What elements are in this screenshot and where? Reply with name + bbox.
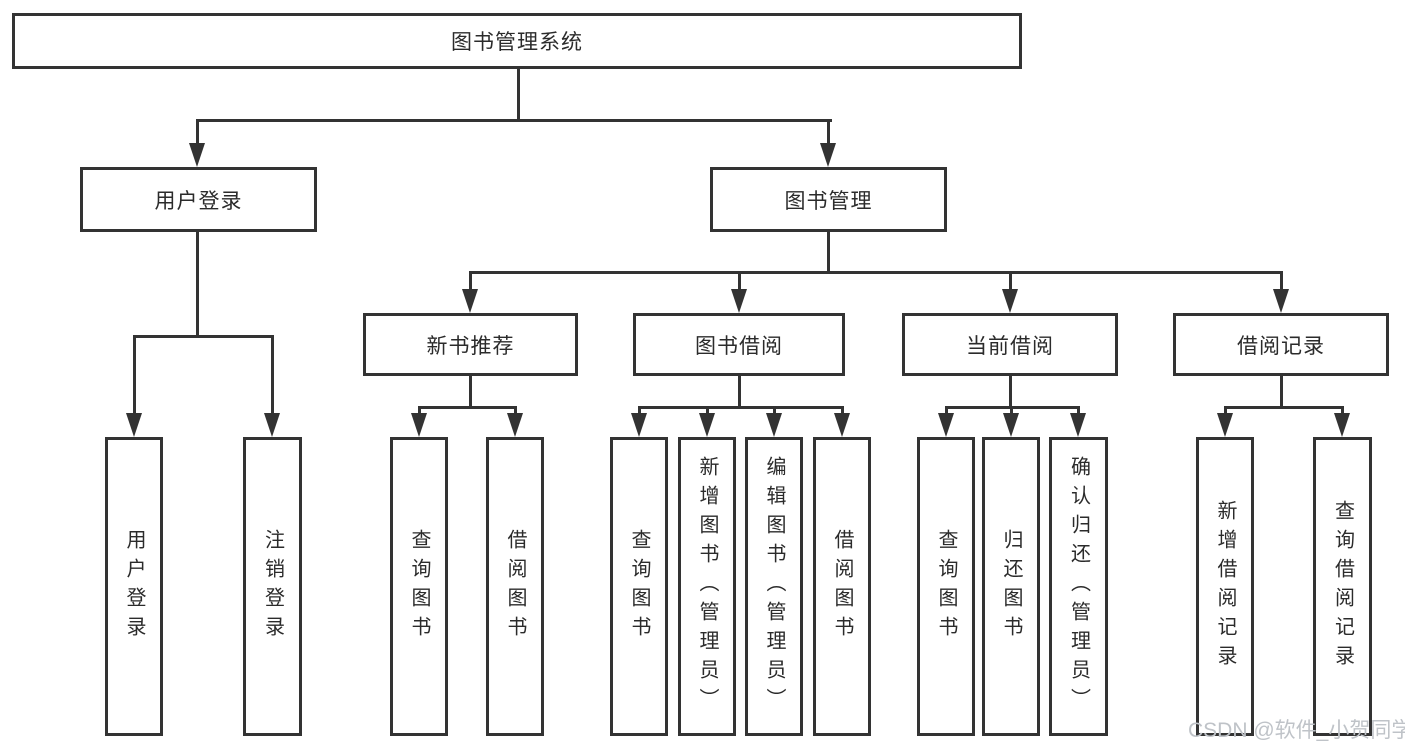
arrow-down-icon bbox=[462, 289, 478, 313]
leaf-edit-book-admin: 编辑图书（管理员） bbox=[745, 437, 803, 736]
arrow-down-icon bbox=[766, 413, 782, 437]
leaf-return-books: 归还图书 bbox=[982, 437, 1040, 736]
arrow-down-icon bbox=[1273, 289, 1289, 313]
connector-line bbox=[196, 119, 199, 145]
leaf-label: 查询借阅记录 bbox=[1331, 499, 1354, 674]
node-new-book-recommendation: 新书推荐 bbox=[363, 313, 578, 376]
node-library-system: 图书管理系统 bbox=[12, 13, 1022, 69]
arrow-down-icon bbox=[938, 413, 954, 437]
leaf-label: 查询图书 bbox=[628, 528, 650, 645]
connector-line bbox=[1280, 376, 1283, 408]
arrow-down-icon bbox=[1003, 413, 1019, 437]
leaf-confirm-return-admin: 确认归还（管理员） bbox=[1049, 437, 1108, 736]
arrow-down-icon bbox=[411, 413, 427, 437]
connector-line bbox=[1224, 406, 1227, 415]
node-label: 图书借阅 bbox=[695, 334, 783, 358]
leaf-user-login: 用户登录 bbox=[105, 437, 163, 736]
arrow-down-icon bbox=[1334, 413, 1350, 437]
connector-line bbox=[1077, 406, 1080, 415]
watermark: CSDN @软件_小贺同学 bbox=[1188, 719, 1405, 742]
connector-line bbox=[1341, 406, 1344, 415]
connector-line bbox=[1224, 406, 1344, 409]
arrow-down-icon bbox=[731, 289, 747, 313]
leaf-logout: 注销登录 bbox=[243, 437, 302, 736]
connector-line bbox=[841, 406, 844, 415]
leaf-borrow-books: 借阅图书 bbox=[486, 437, 544, 736]
leaf-label: 借阅图书 bbox=[831, 528, 853, 645]
leaf-label: 归还图书 bbox=[1000, 528, 1022, 645]
node-borrowing-records: 借阅记录 bbox=[1173, 313, 1389, 376]
connector-line bbox=[945, 406, 948, 415]
connector-line bbox=[418, 406, 517, 409]
arrow-down-icon bbox=[834, 413, 850, 437]
leaf-label: 注销登录 bbox=[261, 528, 284, 645]
connector-line bbox=[196, 119, 832, 122]
leaf-label: 新增图书（管理员） bbox=[696, 456, 718, 717]
arrow-down-icon bbox=[820, 143, 836, 167]
leaf-label: 查询图书 bbox=[408, 528, 430, 645]
connector-line bbox=[827, 119, 830, 145]
connector-line bbox=[738, 376, 741, 408]
leaf-label: 查询图书 bbox=[935, 528, 957, 645]
leaf-query-books: 查询图书 bbox=[917, 437, 975, 736]
connector-line bbox=[706, 406, 709, 415]
connector-line bbox=[196, 232, 199, 337]
node-user-login: 用户登录 bbox=[80, 167, 317, 232]
arrow-down-icon bbox=[1217, 413, 1233, 437]
leaf-query-books: 查询图书 bbox=[390, 437, 448, 736]
node-label: 图书管理系统 bbox=[451, 31, 583, 54]
arrow-down-icon bbox=[264, 413, 280, 437]
node-label: 图书管理 bbox=[784, 189, 873, 213]
connector-line bbox=[469, 271, 472, 291]
leaf-label: 新增借阅记录 bbox=[1214, 499, 1236, 674]
leaf-borrow-books: 借阅图书 bbox=[813, 437, 871, 736]
leaf-add-borrow-record: 新增借阅记录 bbox=[1196, 437, 1254, 736]
leaf-query-borrow-record: 查询借阅记录 bbox=[1313, 437, 1372, 736]
node-label: 当前借阅 bbox=[966, 334, 1054, 358]
leaf-add-book-admin: 新增图书（管理员） bbox=[678, 437, 736, 736]
connector-line bbox=[738, 271, 741, 291]
connector-line bbox=[469, 376, 472, 408]
node-book-management: 图书管理 bbox=[710, 167, 947, 232]
arrow-down-icon bbox=[631, 413, 647, 437]
connector-line bbox=[418, 406, 421, 415]
connector-line bbox=[271, 335, 274, 415]
leaf-label: 借阅图书 bbox=[504, 528, 526, 645]
arrow-down-icon bbox=[699, 413, 715, 437]
leaf-label: 编辑图书（管理员） bbox=[763, 456, 785, 717]
connector-line bbox=[1280, 271, 1283, 291]
connector-line bbox=[133, 335, 274, 338]
node-label: 新书推荐 bbox=[426, 334, 515, 358]
connector-line bbox=[514, 406, 517, 415]
connector-line bbox=[638, 406, 641, 415]
connector-line bbox=[773, 406, 776, 415]
node-label: 用户登录 bbox=[154, 189, 243, 213]
arrow-down-icon bbox=[1002, 289, 1018, 313]
connector-line bbox=[517, 69, 520, 121]
connector-line bbox=[1010, 406, 1013, 415]
connector-line bbox=[827, 232, 830, 273]
node-label: 借阅记录 bbox=[1237, 334, 1325, 358]
arrow-down-icon bbox=[507, 413, 523, 437]
connector-line bbox=[1009, 376, 1012, 408]
node-current-borrowing: 当前借阅 bbox=[902, 313, 1118, 376]
arrow-down-icon bbox=[126, 413, 142, 437]
node-book-borrowing: 图书借阅 bbox=[633, 313, 845, 376]
arrow-down-icon bbox=[1070, 413, 1086, 437]
connector-line bbox=[638, 406, 844, 409]
connector-line bbox=[1009, 271, 1012, 291]
connector-line bbox=[469, 271, 1283, 274]
connector-line bbox=[133, 335, 136, 415]
leaf-query-books: 查询图书 bbox=[610, 437, 668, 736]
leaf-label: 确认归还（管理员） bbox=[1067, 456, 1090, 717]
arrow-down-icon bbox=[189, 143, 205, 167]
leaf-label: 用户登录 bbox=[123, 528, 145, 645]
